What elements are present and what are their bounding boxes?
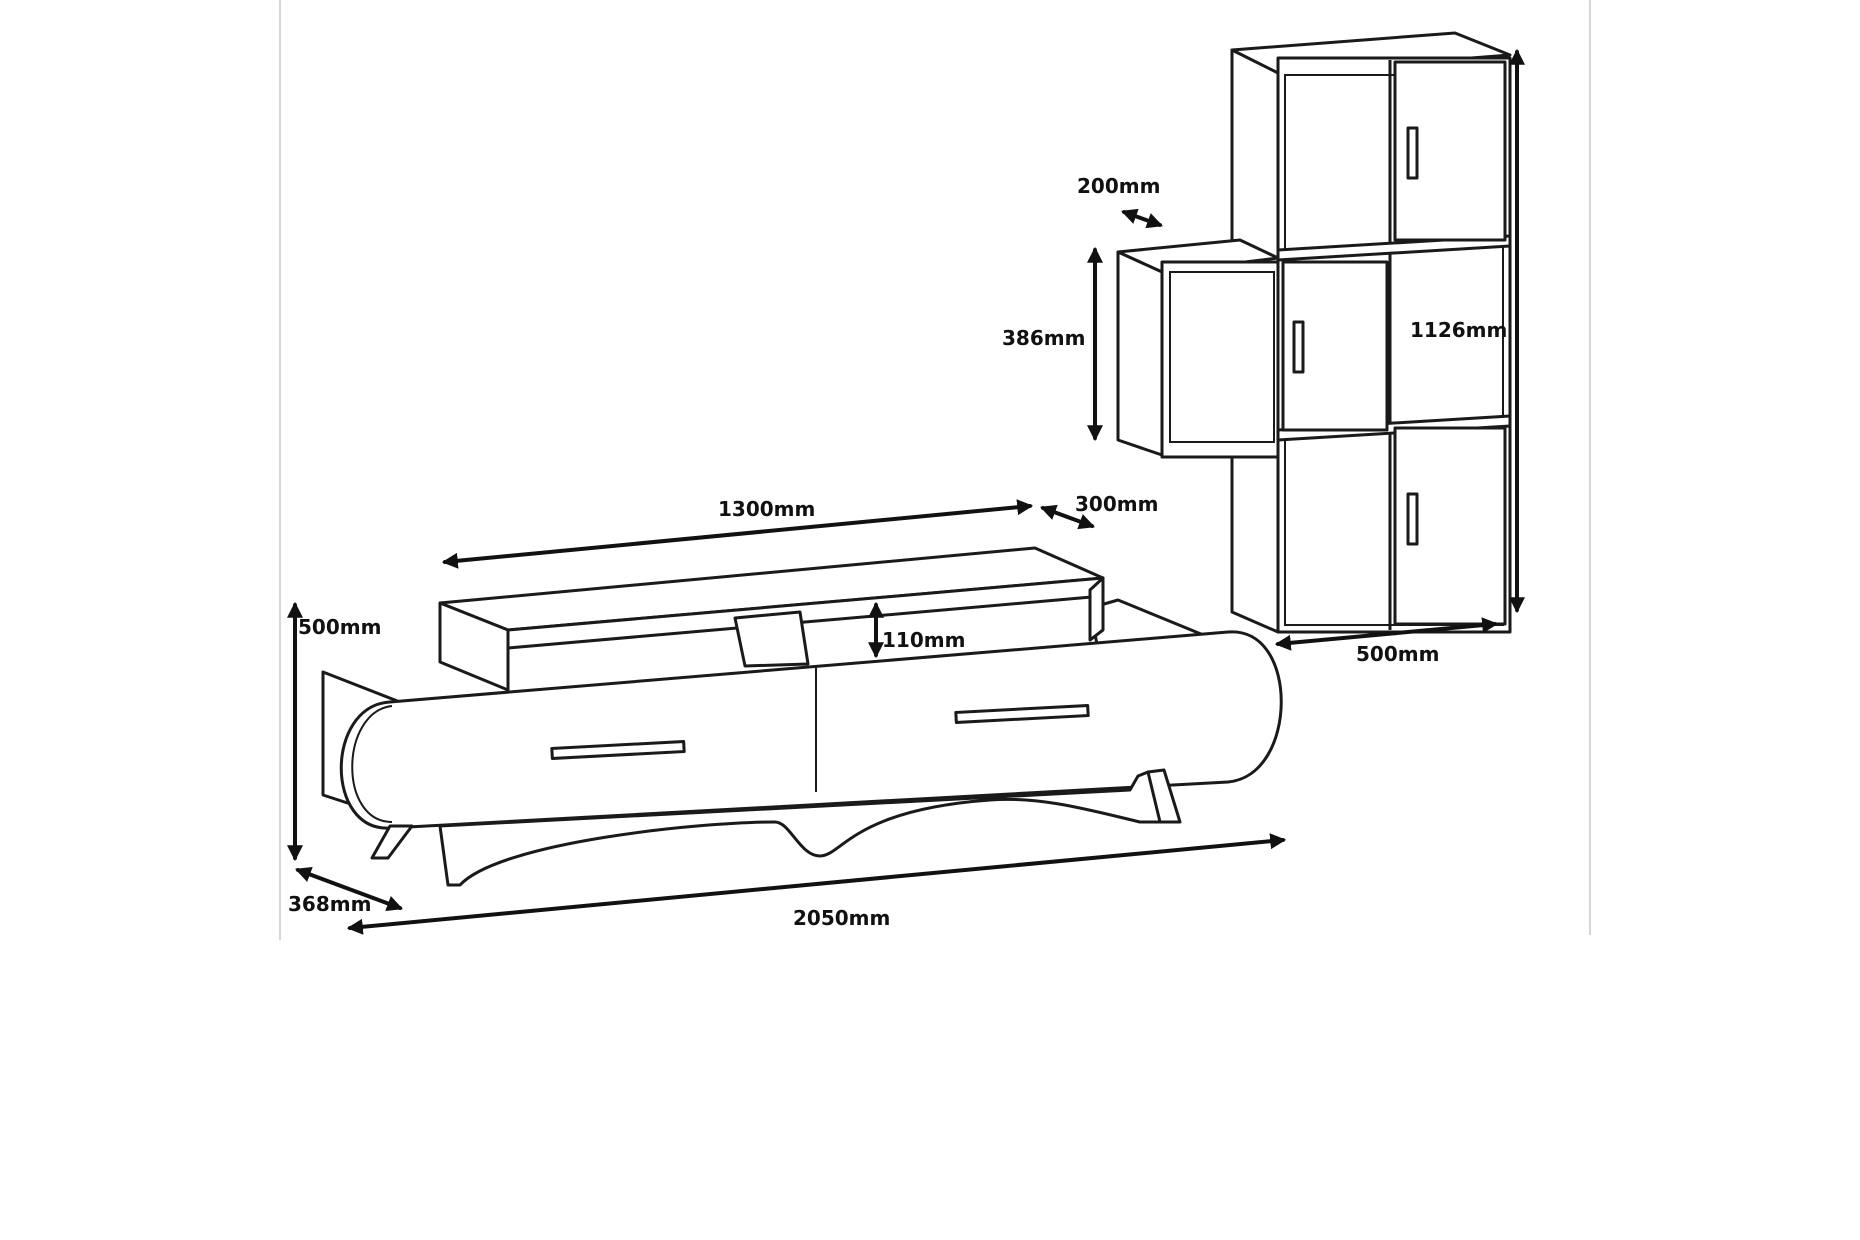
side-shelf-inner: [1169, 271, 1275, 443]
arrow-bookcase-width: [1274, 617, 1499, 651]
arrow-shelf-width: [441, 499, 1034, 569]
label-shelf-depth: 300mm: [1075, 492, 1159, 516]
label-wall-shelf-height: 386mm: [1002, 326, 1086, 350]
tv-unit-base-left-leg: [370, 824, 414, 860]
arrow-wall-shelf-depth: [1120, 208, 1164, 229]
label-total-height: 500mm: [298, 615, 382, 639]
tv-unit: [321, 598, 1283, 887]
tv-unit-end-edge: [351, 705, 393, 823]
side-shelf-left: [1116, 250, 1164, 457]
tv-unit-body: [339, 630, 1283, 830]
top-shelf-right-side: [1088, 576, 1105, 642]
label-bookcase-height: 1126mm: [1410, 318, 1508, 342]
label-depth: 368mm: [288, 892, 372, 916]
bookcase-handle-bottom: [1406, 492, 1419, 546]
label-shelf-width: 1300mm: [718, 497, 816, 521]
bookcase: [1116, 31, 1512, 634]
side-shelf-front: [1160, 260, 1280, 459]
top-shelf-divider: [733, 610, 810, 668]
tv-unit-right-leg: [1146, 768, 1182, 824]
drawer-handle-left: [550, 740, 686, 760]
arrow-total-width: [346, 833, 1287, 935]
label-shelf-gap: 110mm: [882, 628, 966, 652]
top-shelf-left-side: [438, 601, 510, 692]
arrow-shelf-depth: [1039, 504, 1096, 530]
bookcase-handle-top: [1406, 126, 1419, 180]
label-bookcase-width: 500mm: [1356, 642, 1440, 666]
bookcase-handle-middle: [1292, 320, 1305, 374]
label-wall-shelf-depth: 200mm: [1077, 174, 1161, 198]
label-total-width: 2050mm: [793, 906, 891, 930]
drawer-handle-right: [954, 704, 1090, 724]
